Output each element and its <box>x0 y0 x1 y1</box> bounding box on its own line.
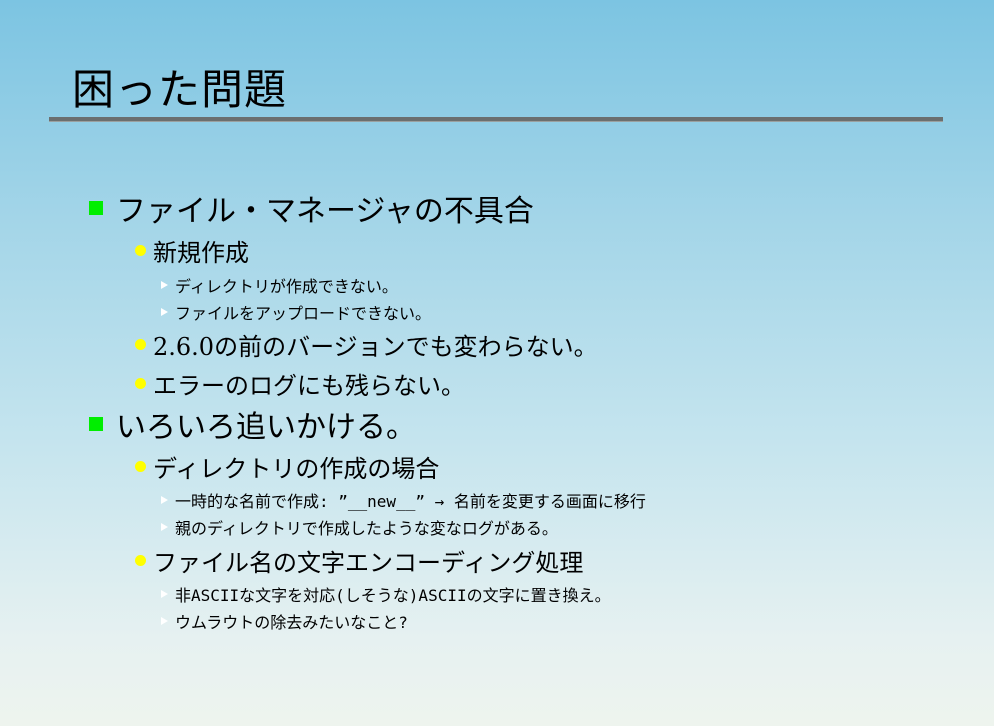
yellow-dot-bullet-icon <box>135 461 146 472</box>
bullet-text: エラーのログにも残らない。 <box>153 372 465 400</box>
bullet-umlaut-removal: ウムラウトの除去みたいなこと? <box>161 609 408 633</box>
bullet-cannot-create-dir: ディレクトリが作成できない。 <box>161 273 398 297</box>
bullet-text: 親のディレクトリで作成したような変なログがある。 <box>175 519 558 538</box>
bullet-new-create: 新規作成 <box>135 233 249 268</box>
white-triangle-bullet-icon <box>161 617 168 625</box>
bullet-no-error-log: エラーのログにも残らない。 <box>135 366 465 401</box>
bullet-text: 一時的な名前で作成: ”__new__” → 名前を変更する画面に移行 <box>175 492 646 511</box>
title-divider <box>49 117 943 122</box>
bullet-text: 2.6.0の前のバージョンでも変わらない。 <box>153 333 598 361</box>
white-triangle-bullet-icon <box>161 281 168 289</box>
bullet-version-unchanged: 2.6.0の前のバージョンでも変わらない。 <box>135 327 598 362</box>
bullet-temp-name: 一時的な名前で作成: ”__new__” → 名前を変更する画面に移行 <box>161 488 646 512</box>
yellow-dot-bullet-icon <box>135 555 146 566</box>
bullet-investigate: いろいろ追いかける。 <box>89 402 416 446</box>
yellow-dot-bullet-icon <box>135 339 146 350</box>
white-triangle-bullet-icon <box>161 590 168 598</box>
bullet-cannot-upload: ファイルをアップロードできない。 <box>161 300 431 324</box>
bullet-text: ファイル・マネージャの不具合 <box>116 194 534 229</box>
bullet-text: ファイルをアップロードできない。 <box>175 304 432 323</box>
bullet-file-manager-bug: ファイル・マネージャの不具合 <box>89 186 534 230</box>
bullet-text: ディレクトリが作成できない。 <box>175 277 398 296</box>
yellow-dot-bullet-icon <box>135 245 146 256</box>
green-square-bullet-icon <box>89 417 103 431</box>
bullet-ascii-replace: 非ASCIIな文字を対応(しそうな)ASCIIの文字に置き換え。 <box>161 582 611 606</box>
green-square-bullet-icon <box>89 201 103 215</box>
bullet-filename-encoding: ファイル名の文字エンコーディング処理 <box>135 543 583 578</box>
bullet-text: 新規作成 <box>153 239 249 267</box>
bullet-text: 非ASCIIな文字を対応(しそうな)ASCIIの文字に置き換え。 <box>175 586 611 605</box>
bullet-strange-log: 親のディレクトリで作成したような変なログがある。 <box>161 515 558 539</box>
bullet-text: いろいろ追いかける。 <box>116 410 416 445</box>
white-triangle-bullet-icon <box>161 308 168 316</box>
slide-title: 困った問題 <box>72 65 288 114</box>
bullet-text: ファイル名の文字エンコーディング処理 <box>153 549 584 577</box>
white-triangle-bullet-icon <box>161 523 168 531</box>
bullet-text: ウムラウトの除去みたいなこと? <box>175 613 408 632</box>
bullet-dir-creation-case: ディレクトリの作成の場合 <box>135 449 439 484</box>
white-triangle-bullet-icon <box>161 496 168 504</box>
bullet-text: ディレクトリの作成の場合 <box>153 455 440 483</box>
yellow-dot-bullet-icon <box>135 378 146 389</box>
